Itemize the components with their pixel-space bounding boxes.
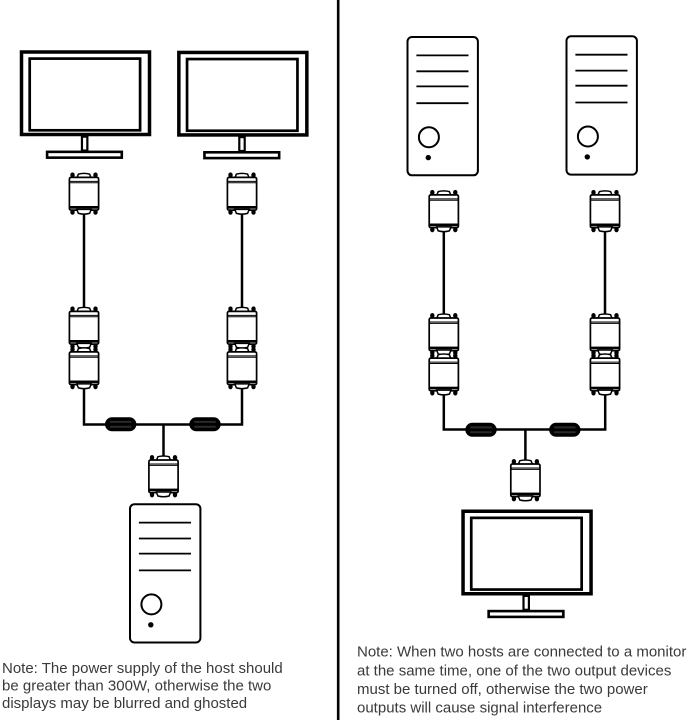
svg-text:be greater than 300W, otherwis: be greater than 300W, otherwise the two [2,678,271,695]
svg-text:Note: When two hosts are conne: Note: When two hosts are connected to a … [357,644,686,661]
svg-text:at the same time, one of the t: at the same time, one of the two output … [357,662,671,679]
svg-text:outputs will cause signal inte: outputs will cause signal interference [357,700,602,717]
svg-text:Note: The power supply of the: Note: The power supply of the host shoul… [2,660,283,677]
svg-text:displays may be blurred and gh: displays may be blurred and ghosted [2,695,247,712]
svg-text:must be turned off, otherwise: must be turned off, otherwise the two po… [357,681,648,698]
